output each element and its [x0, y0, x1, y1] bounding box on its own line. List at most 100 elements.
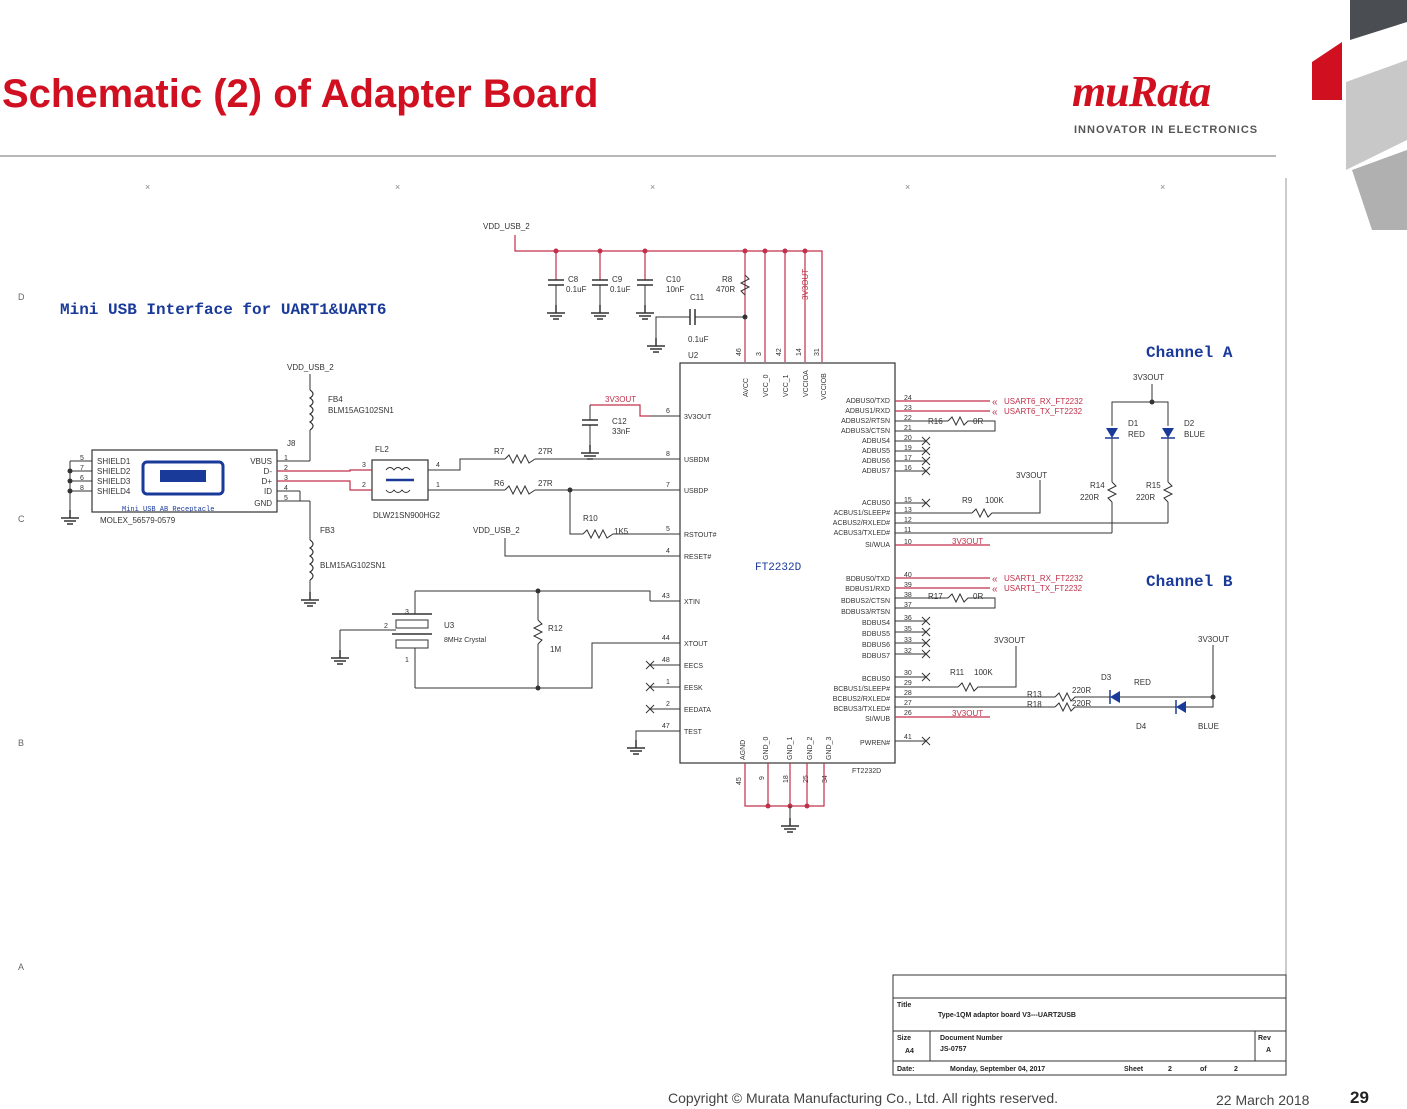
svg-text:33nF: 33nF — [612, 427, 630, 436]
svg-text:R6: R6 — [494, 479, 505, 488]
svg-text:GND_0: GND_0 — [763, 737, 770, 760]
svg-text:R10: R10 — [583, 514, 598, 523]
resistor-r6: R6 27R — [494, 479, 553, 496]
svg-text:24: 24 — [904, 395, 912, 402]
svg-text:3: 3 — [756, 352, 763, 356]
vdd-rail: VDD_USB_2 3V3OUT — [483, 222, 823, 362]
svg-text:C9: C9 — [612, 275, 623, 284]
svg-text:EESK: EESK — [684, 685, 703, 692]
svg-text:FL2: FL2 — [375, 445, 389, 454]
border-row-c: C — [18, 514, 25, 524]
svg-text:A4: A4 — [905, 1048, 914, 1055]
ferrite-fb3: FB3 BLM15AG102SN1 — [300, 501, 386, 607]
svg-text:GND_1: GND_1 — [787, 737, 794, 760]
svg-text:VCCIOA: VCCIOA — [803, 370, 810, 397]
svg-text:BDBUS4: BDBUS4 — [862, 620, 890, 627]
svg-text:VCCIOB: VCCIOB — [821, 373, 828, 400]
svg-text:BDBUS1/RXD: BDBUS1/RXD — [845, 586, 890, 593]
svg-text:ADBUS4: ADBUS4 — [862, 438, 890, 445]
svg-text:USBDP: USBDP — [684, 488, 708, 495]
svg-text:16: 16 — [904, 465, 912, 472]
svg-text:BCBUS3/TXLED#: BCBUS3/TXLED# — [834, 706, 891, 713]
svg-text:33: 33 — [904, 637, 912, 644]
svg-text:«: « — [992, 397, 998, 408]
svg-text:VCC_1: VCC_1 — [783, 374, 790, 397]
svg-text:100K: 100K — [985, 496, 1004, 505]
svg-text:U3: U3 — [444, 621, 455, 630]
svg-text:6: 6 — [80, 475, 84, 482]
svg-text:C10: C10 — [666, 275, 681, 284]
svg-text:ADBUS2/RTSN: ADBUS2/RTSN — [841, 418, 890, 425]
resistor-r7: R7 27R — [494, 447, 553, 465]
net-usart6-tx: USART6_TX_FT2232 — [1004, 407, 1083, 416]
svg-text:GND_2: GND_2 — [807, 737, 814, 760]
svg-text:220R: 220R — [1080, 493, 1099, 502]
svg-text:ADBUS3/CTSN: ADBUS3/CTSN — [841, 428, 890, 435]
murata-logo: muRata — [1072, 67, 1211, 116]
svg-text:23: 23 — [904, 405, 912, 412]
ic-part-label: FT2232D — [755, 562, 802, 574]
svg-text:GND_3: GND_3 — [826, 737, 833, 760]
svg-text:3V3OUT: 3V3OUT — [684, 414, 712, 421]
svg-text:30: 30 — [904, 670, 912, 677]
svg-text:470R: 470R — [716, 285, 735, 294]
svg-text:×: × — [1160, 182, 1165, 192]
svg-text:1M: 1M — [550, 645, 561, 654]
svg-text:14: 14 — [796, 348, 803, 356]
svg-text:R11: R11 — [950, 668, 965, 677]
svg-text:«: « — [992, 574, 998, 585]
svg-text:13: 13 — [904, 507, 912, 514]
net-usart1-tx: USART1_TX_FT2232 — [1004, 584, 1083, 593]
svg-text:PWREN#: PWREN# — [860, 740, 890, 747]
svg-text:48: 48 — [662, 657, 670, 664]
svg-text:Type-1QM adaptor board V3---UA: Type-1QM adaptor board V3---UART2USB — [938, 1012, 1076, 1019]
svg-text:RED: RED — [1134, 678, 1151, 687]
svg-text:BCBUS2/RXLED#: BCBUS2/RXLED# — [833, 696, 890, 703]
svg-text:SHIELD4: SHIELD4 — [97, 487, 131, 496]
svg-text:ACBUS2/RXLED#: ACBUS2/RXLED# — [833, 520, 890, 527]
svg-text:C8: C8 — [568, 275, 579, 284]
cap-c10: C10 10nF — [635, 275, 684, 320]
svg-text:Sheet: Sheet — [1124, 1066, 1144, 1073]
slide-title: Schematic (2) of Adapter Board — [2, 72, 599, 116]
svg-text:BLM15AG102SN1: BLM15AG102SN1 — [328, 406, 394, 415]
svg-text:3V3OUT: 3V3OUT — [952, 537, 983, 546]
svg-text:SHIELD3: SHIELD3 — [97, 477, 131, 486]
svg-text:27R: 27R — [538, 447, 553, 456]
svg-text:5: 5 — [80, 455, 84, 462]
svg-text:42: 42 — [776, 348, 783, 356]
svg-text:2: 2 — [284, 465, 288, 472]
svg-text:7: 7 — [666, 482, 670, 489]
border-row-a: A — [18, 962, 24, 972]
murata-tagline: INNOVATOR IN ELECTRONICS — [1074, 124, 1259, 136]
svg-text:SI/WUA: SI/WUA — [865, 542, 890, 549]
svg-text:BCBUS1/SLEEP#: BCBUS1/SLEEP# — [834, 686, 891, 693]
svg-text:9: 9 — [759, 776, 766, 780]
svg-text:AVCC: AVCC — [743, 378, 750, 397]
svg-text:39: 39 — [904, 582, 912, 589]
svg-text:ACBUS1/SLEEP#: ACBUS1/SLEEP# — [834, 510, 891, 517]
svg-text:8: 8 — [666, 451, 670, 458]
svg-text:VCC_0: VCC_0 — [763, 374, 770, 397]
svg-text:34: 34 — [822, 775, 829, 783]
svg-text:BCBUS0: BCBUS0 — [862, 676, 890, 683]
svg-text:FB4: FB4 — [328, 395, 343, 404]
svg-text:35: 35 — [904, 626, 912, 633]
sheet-border: ×× ×× × D C B A — [18, 178, 1287, 1075]
svg-text:RED: RED — [1128, 430, 1145, 439]
svg-text:BDBUS3/RTSN: BDBUS3/RTSN — [841, 609, 890, 616]
svg-text:BDBUS7: BDBUS7 — [862, 653, 890, 660]
svg-text:3V3OUT: 3V3OUT — [1133, 373, 1164, 382]
border-row-b: B — [18, 738, 24, 748]
svg-text:27R: 27R — [538, 479, 553, 488]
svg-text:3V3OUT: 3V3OUT — [605, 395, 636, 404]
svg-text:220R: 220R — [1072, 686, 1091, 695]
svg-text:3: 3 — [362, 462, 366, 469]
svg-text:3: 3 — [405, 609, 409, 616]
svg-text:0R: 0R — [973, 592, 983, 601]
channel-a-nets: USART6_RX_FT2232 USART6_TX_FT2232 «« R16… — [895, 373, 1205, 546]
svg-text:SI/WUB: SI/WUB — [865, 716, 890, 723]
svg-text:3V3OUT: 3V3OUT — [1016, 471, 1047, 480]
svg-text:11: 11 — [904, 527, 911, 534]
svg-text:RSTOUT#: RSTOUT# — [684, 532, 717, 539]
